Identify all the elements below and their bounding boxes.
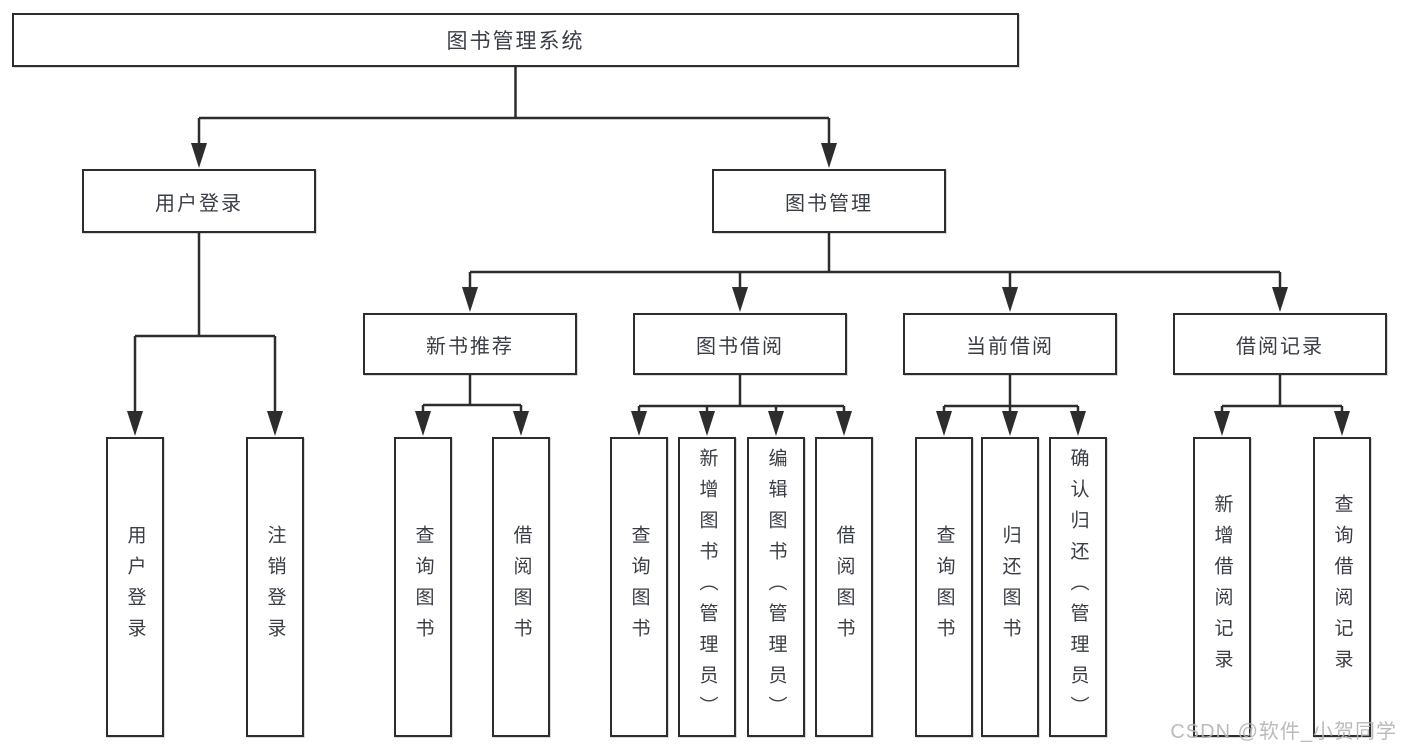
leaf-user-login: 用户登录 [106,437,164,737]
node-label: 图书管理 [785,192,873,215]
node-label: 借阅图书 [510,525,532,649]
node-library-management-system: 图书管理系统 [12,13,1019,67]
node-label: 用户登录 [124,525,146,649]
node-label: 新增图书（管理员） [696,447,718,727]
node-current-borrowing: 当前借阅 [903,313,1117,375]
node-user-login: 用户登录 [82,169,316,233]
leaf-edit-book-admin: 编辑图书（管理员） [747,437,805,737]
node-label: 注销登录 [264,525,286,649]
node-label: 借阅图书 [833,525,855,649]
leaf-add-book-admin: 新增图书（管理员） [678,437,736,737]
leaf-logout: 注销登录 [246,437,304,737]
node-label: 新书推荐 [426,335,514,358]
node-label: 当前借阅 [966,335,1054,358]
node-label: 图书借阅 [696,335,784,358]
node-book-borrowing: 图书借阅 [633,313,847,375]
leaf-add-borrow-record: 新增借阅记录 [1193,437,1251,737]
node-label: 查询图书 [628,525,650,649]
node-label: 查询图书 [412,525,434,649]
node-label: 图书管理系统 [446,30,585,53]
leaf-borrow-books-recommend: 借阅图书 [492,437,550,737]
node-label: 用户登录 [155,192,243,215]
leaf-query-borrow-record: 查询借阅记录 [1313,437,1371,737]
leaf-confirm-return-admin: 确认归还（管理员） [1049,437,1107,737]
node-book-management: 图书管理 [712,169,946,233]
leaf-query-books-recommend: 查询图书 [394,437,452,737]
node-label: 查询图书 [933,525,955,649]
leaf-query-books-borrow: 查询图书 [610,437,668,737]
node-borrowing-records: 借阅记录 [1173,313,1387,375]
node-label: 借阅记录 [1236,335,1324,358]
node-label: 查询借阅记录 [1331,494,1353,680]
leaf-borrow-books: 借阅图书 [815,437,873,737]
node-label: 新增借阅记录 [1211,494,1233,680]
node-label: 确认归还（管理员） [1067,447,1089,727]
leaf-query-books-current: 查询图书 [915,437,973,737]
node-label: 编辑图书（管理员） [765,447,787,727]
node-label: 归还图书 [999,525,1021,649]
csdn-watermark: CSDN @软件_小贺同学 [1170,721,1397,743]
leaf-return-book: 归还图书 [981,437,1039,737]
node-new-book-recommend: 新书推荐 [363,313,577,375]
